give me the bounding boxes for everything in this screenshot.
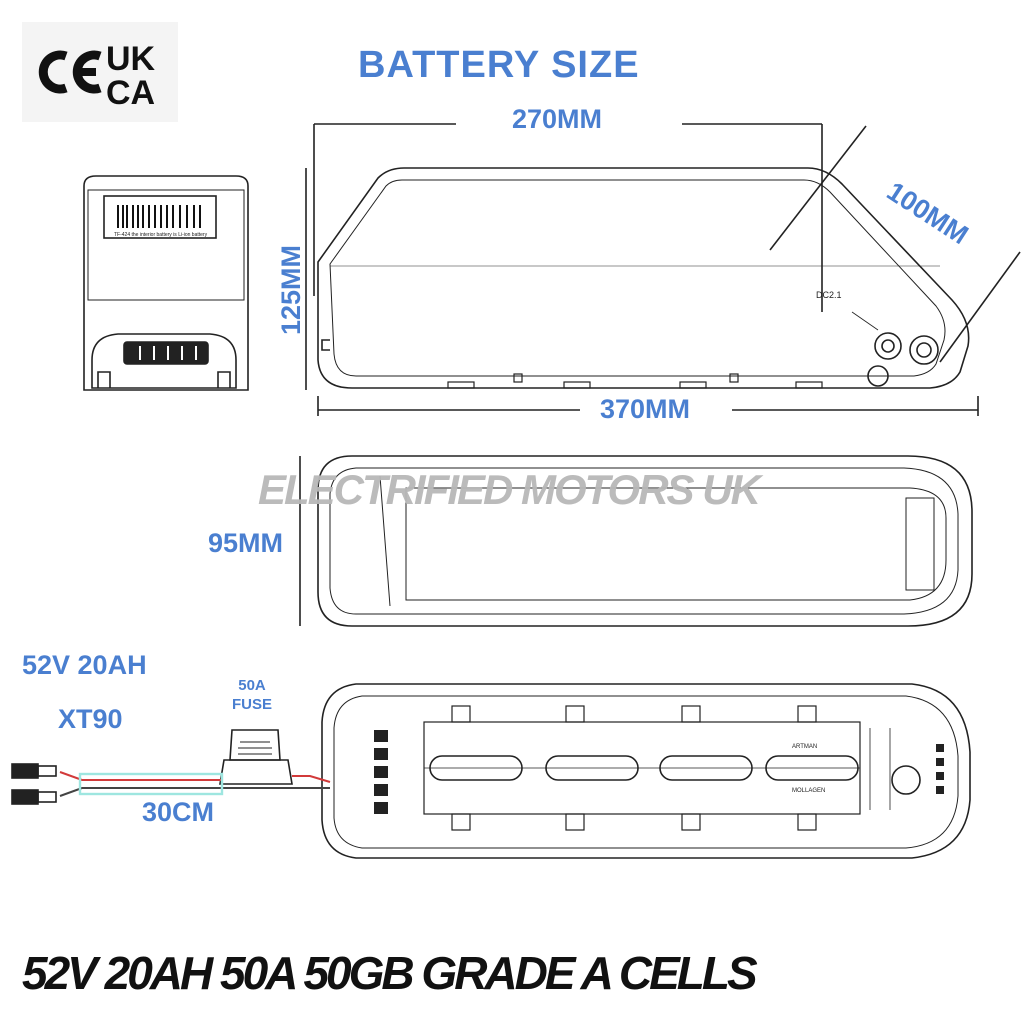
dimension-top-length: 270MM [512,104,603,134]
ce-e-shape [72,50,102,94]
label-plate-text: TF-424 the interior battery is Li-ion ba… [114,232,208,238]
footer-spec-text: 52V 20AH 50A 50GB GRADE A CELLS [22,947,758,999]
battery-tray-view [321,683,971,859]
dimension-total-length: 370MM [600,394,691,424]
dimension-height: 125MM [276,244,306,335]
main-wire-black [59,787,330,797]
ukca-bottom-text: CA [106,74,155,112]
ukca-top-text: UK [106,40,156,78]
page-title: BATTERY SIZE [358,44,640,86]
spec-connector: XT90 [58,704,123,734]
spec-cable-length: 30CM [142,797,215,827]
fuse-wire-red [292,775,331,783]
xt90-connector-icon [11,763,57,805]
tray-socket-icon [891,765,921,795]
power-socket-icon [909,335,939,365]
battery-side-view [317,167,970,389]
cable-sleeve [78,772,224,796]
dimension-lines [299,123,1021,626]
ce-e-bar [78,68,96,76]
battery-top-view [317,455,973,627]
tray-mark-a: ARTMAN [792,744,817,750]
charge-port-icon [874,332,902,360]
ce-c-shape [38,50,68,94]
tray-terminal-block [374,730,388,814]
fuse-label: 50A FUSE [232,676,272,714]
tray-mark-b: MOLLAGEN [792,788,825,794]
certification-marks: UK CA [22,22,178,122]
fuse-rating: 50A [238,677,266,694]
barcode-icon [117,205,201,228]
dc-port-label: DC2.1 [816,290,842,300]
lock-icon [867,365,889,387]
main-wire-red [59,771,222,781]
battery-end-view [83,175,249,391]
dimension-width: 95MM [208,528,284,558]
ce-ukca-logo: UK CA [38,40,156,112]
spec-voltage-capacity: 52V 20AH [22,650,147,680]
watermark-text: ELECTRIFIED MOTORS UK [258,466,761,513]
end-connector [123,341,209,365]
fuse-word: FUSE [232,696,273,713]
fuse-holder [219,729,293,785]
